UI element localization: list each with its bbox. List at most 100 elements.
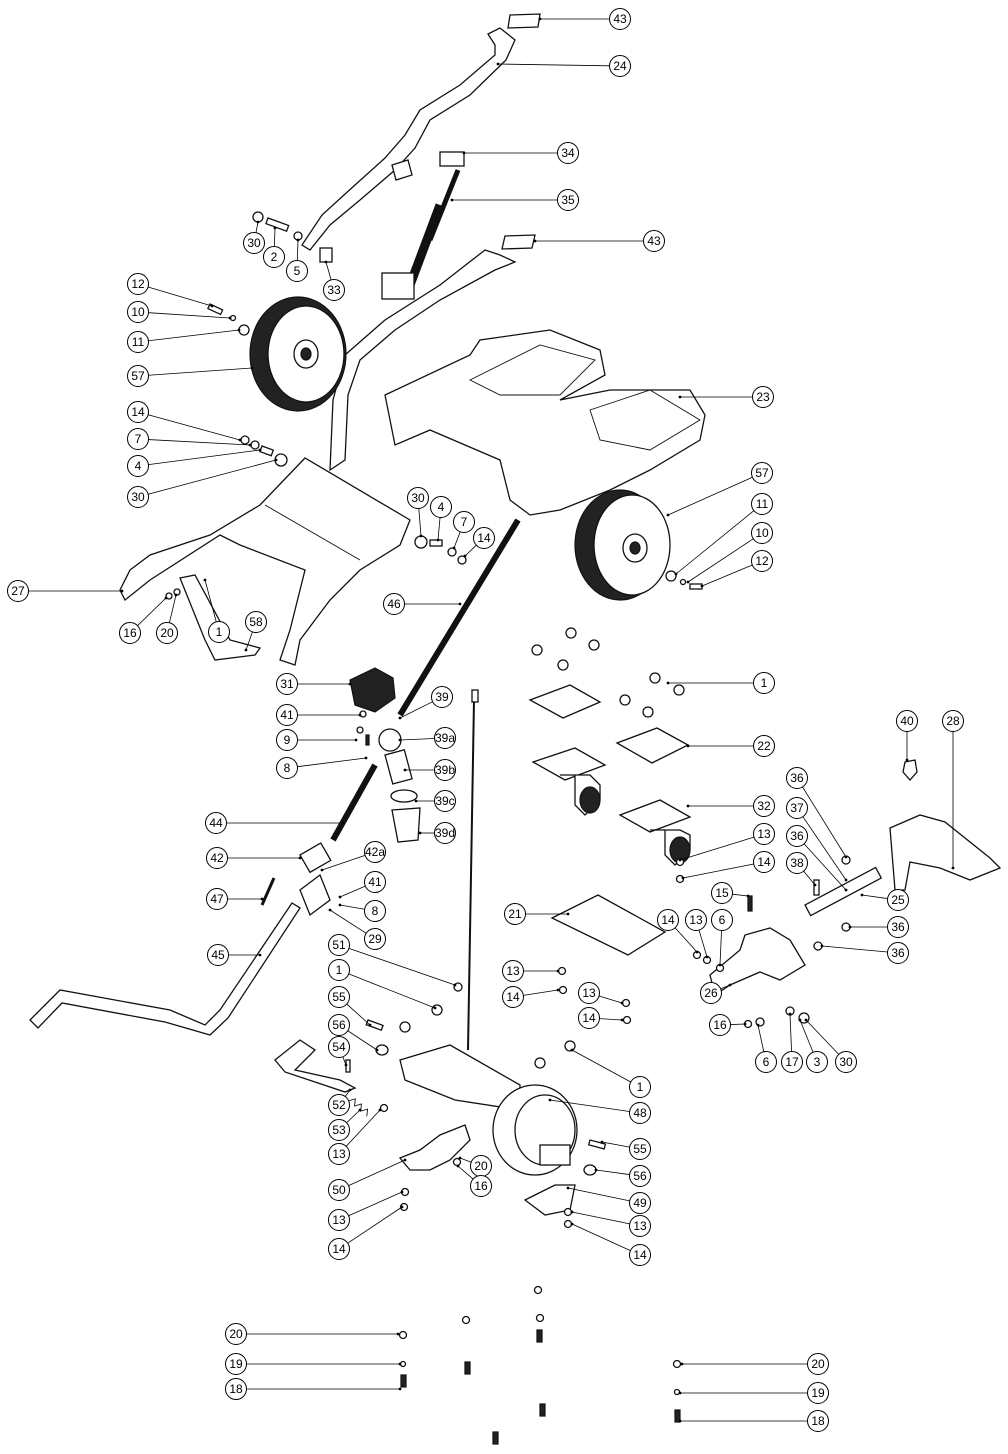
leader-dot <box>681 876 685 880</box>
callout-number: 25 <box>891 893 905 907</box>
callout-number: 52 <box>332 1098 346 1112</box>
callout-circle <box>323 279 345 301</box>
leader-line <box>296 239 299 261</box>
leader-dot <box>256 220 260 224</box>
callout-number: 14 <box>332 1242 346 1256</box>
callout-circle <box>364 900 386 922</box>
leader-dot <box>436 538 440 542</box>
callout-circle <box>502 986 524 1008</box>
callout-circle <box>755 1051 777 1073</box>
callout-6: 6 <box>755 1023 777 1073</box>
leader-line <box>571 1049 631 1083</box>
callout-1: 1 <box>666 672 775 694</box>
callout-42a: 42a <box>320 841 386 872</box>
leader-dot <box>228 316 232 320</box>
leader-dot <box>210 304 214 308</box>
leader-dot <box>678 395 682 399</box>
callout-circle <box>557 142 579 164</box>
leader-dot <box>418 831 422 835</box>
callout-circle <box>434 822 456 844</box>
leader-line <box>674 927 698 953</box>
callout-number: 39a <box>435 731 455 745</box>
callout-number: 18 <box>811 1414 825 1428</box>
callout-58: 58 <box>244 611 267 652</box>
callout-circle <box>328 1238 350 1260</box>
callout-number: 14 <box>633 1248 647 1262</box>
leader-dot <box>375 1048 379 1052</box>
leader-line <box>667 476 753 516</box>
callout-number: 57 <box>131 369 145 383</box>
leader-dot <box>398 1362 402 1366</box>
callout-number: 56 <box>633 1169 647 1183</box>
callout-circle <box>276 757 298 779</box>
leader-line <box>148 459 277 495</box>
mount-bracket-21 <box>550 894 667 956</box>
callout-57: 57 <box>127 365 254 387</box>
callout-circle <box>208 621 230 643</box>
decal-plate-top <box>507 13 541 29</box>
callout-circle <box>609 8 631 30</box>
callout-circle <box>119 622 141 644</box>
callout-number: 13 <box>506 964 520 978</box>
callout-21: 21 <box>504 903 570 925</box>
callout-circle <box>453 511 475 533</box>
callout-10: 10 <box>127 301 232 323</box>
callout-number: 42a <box>365 845 385 859</box>
callout-18: 18 <box>225 1378 402 1400</box>
nut-16 <box>165 592 173 600</box>
callout-7: 7 <box>452 511 475 550</box>
bolt-4-mid <box>429 539 443 547</box>
leader-line <box>325 261 332 281</box>
bracket-50 <box>398 1124 471 1171</box>
callout-circle <box>942 710 964 732</box>
callout-circle <box>434 790 456 812</box>
leader-dot <box>804 1018 808 1022</box>
hitch-28 <box>889 814 1002 891</box>
callout-number: 12 <box>755 554 769 568</box>
callout-56: 56 <box>328 1014 379 1052</box>
leader-dot <box>566 1186 570 1190</box>
platform-plate-top <box>468 344 596 396</box>
leader-dot <box>398 1387 402 1391</box>
callout-3: 3 <box>798 1018 828 1073</box>
part-drawings <box>29 13 1002 1445</box>
callout-circle <box>276 729 298 751</box>
leader-line <box>399 701 433 719</box>
callout-50: 50 <box>328 1158 407 1201</box>
leader-line <box>720 984 731 990</box>
leader-dot <box>678 1391 682 1395</box>
callout-number: 13 <box>633 1219 647 1233</box>
frame-left-rib <box>264 504 361 561</box>
callout-49: 49 <box>566 1186 651 1214</box>
leader-line <box>805 1019 840 1055</box>
callout-51: 51 <box>328 934 457 987</box>
callout-number: 34 <box>561 146 575 160</box>
callout-circle <box>328 986 350 1008</box>
callout-number: 7 <box>461 515 468 529</box>
leader-dot <box>414 799 418 803</box>
callout-circle <box>225 1323 247 1345</box>
callout-number: 50 <box>332 1183 346 1197</box>
caster-left <box>531 747 607 816</box>
callout-number: 43 <box>613 12 627 26</box>
callout-circle <box>751 550 773 572</box>
callout-14: 14 <box>657 909 699 954</box>
callout-number: 30 <box>247 236 261 250</box>
callout-6: 6 <box>711 909 733 967</box>
leader-dot <box>620 1001 624 1005</box>
callout-number: 14 <box>757 855 771 869</box>
callout-number: 9 <box>284 733 291 747</box>
callout-circle <box>225 1353 247 1375</box>
callout-16: 16 <box>709 1014 747 1036</box>
leader-line <box>137 597 167 626</box>
leader-dot <box>728 983 732 987</box>
leader-dot <box>570 1222 574 1226</box>
leader-dot <box>338 903 342 907</box>
callout-circle <box>753 851 775 873</box>
callout-4: 4 <box>430 496 452 542</box>
callout-14: 14 <box>502 986 560 1008</box>
fitting-42 <box>299 842 332 874</box>
callout-circle <box>364 841 386 863</box>
callout-39c: 39c <box>414 790 456 812</box>
callout-46: 46 <box>383 593 462 615</box>
